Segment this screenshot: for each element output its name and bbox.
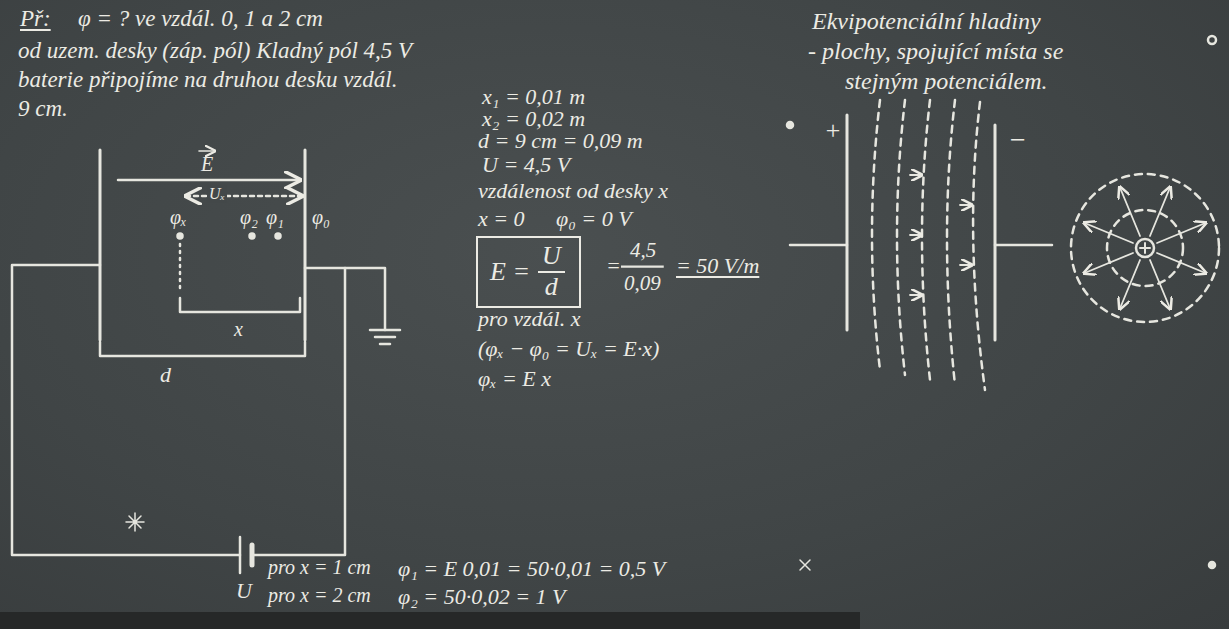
point-charge	[1136, 239, 1154, 257]
polarity-sign: −	[1008, 124, 1027, 156]
chalk-mark	[800, 560, 810, 570]
given-value: x₁ = 0,01 m	[482, 84, 585, 109]
battery-label: U	[236, 578, 252, 603]
point-dot	[276, 234, 281, 239]
equipotential-circle	[1107, 210, 1183, 286]
field-line	[1150, 187, 1170, 236]
field-arrow	[960, 264, 972, 266]
distance-bracket	[100, 342, 305, 356]
ground-wire	[345, 268, 385, 330]
voltage-label: Uₓ	[207, 185, 227, 203]
field-line	[1157, 223, 1206, 243]
voltage-arrow	[186, 195, 302, 198]
fraction-part: d	[545, 273, 558, 302]
equipotential-line	[872, 100, 880, 370]
heading-note: Ekvipotenciální hladiny	[812, 8, 1041, 36]
point-dot	[250, 234, 255, 239]
calc-note: x = 0	[478, 206, 525, 231]
definition-text: - plochy, spojující místa se	[808, 38, 1063, 66]
distance-bracket	[180, 298, 300, 312]
equipotential-line	[973, 102, 985, 390]
equals-sign: =	[606, 253, 621, 278]
calc-note: vzdálenost od desky x	[478, 178, 668, 203]
task-text: od uzem. desky (záp. pól) Kladný pól 4,5…	[18, 38, 412, 64]
photo-edge	[0, 612, 860, 629]
fraction-part: 0,09	[624, 271, 661, 295]
plus-sign	[1144, 243, 1146, 253]
polarity-sign: +	[824, 116, 842, 146]
chalk-mark	[1208, 36, 1216, 44]
given-value: x₂ = 0,02 m	[482, 106, 585, 131]
equipotential-line	[922, 100, 930, 380]
point-dot	[178, 234, 183, 239]
ground-symbol	[380, 343, 390, 346]
capacitor-plate	[994, 125, 997, 340]
field-arrow	[910, 234, 922, 236]
formula: (φₓ − φ₀ = Uₓ = E·x)	[478, 336, 659, 361]
field-line	[1157, 253, 1206, 273]
calc-note: pro x = 2 cm	[268, 584, 371, 607]
chalk-mark	[1209, 562, 1215, 568]
definition-text: stejným potenciálem.	[845, 68, 1048, 96]
ground-symbol	[375, 336, 395, 339]
field-line	[1084, 223, 1133, 243]
field-arrow	[910, 294, 922, 296]
given-value: U = 4,5 V	[482, 152, 570, 177]
potential-label: φ₂	[240, 206, 258, 229]
dotted-line	[179, 244, 182, 292]
fraction-bar	[621, 265, 664, 267]
formula: φₓ = E x	[478, 366, 551, 391]
potential-label: φ₀	[312, 206, 330, 229]
field-arrow	[910, 174, 922, 176]
field-arrow	[118, 179, 300, 182]
battery-symbol	[239, 537, 242, 573]
chalk-mark	[787, 122, 793, 128]
formula-box: E = Ud	[476, 236, 581, 308]
equipotential-line	[947, 100, 955, 385]
given-value: d = 9 cm = 0,09 m	[478, 128, 643, 153]
wire	[790, 244, 847, 247]
capacitor-plate	[99, 150, 102, 340]
distance-label: x	[234, 318, 243, 341]
fraction-lines	[621, 266, 664, 267]
example-label: Př:	[20, 6, 51, 32]
field-lines	[1084, 187, 1206, 309]
capacitor-plate	[846, 115, 849, 330]
field-line	[1150, 260, 1170, 309]
capacitor-plate	[304, 150, 307, 340]
chalk-mark	[126, 513, 144, 531]
calc-note: φ₀ = 0 V	[556, 206, 632, 231]
result: = 50 V/m	[676, 253, 759, 278]
vector-arrow	[199, 150, 215, 152]
field-line	[1120, 260, 1140, 309]
ground-symbol	[370, 329, 400, 332]
wire	[12, 265, 240, 555]
potential-label: φₓ	[170, 206, 187, 229]
field-line	[1084, 253, 1133, 273]
task-text: 9 cm.	[18, 96, 68, 122]
wire	[995, 244, 1052, 247]
field-arrow	[960, 204, 972, 206]
fraction: Ud	[538, 242, 565, 301]
equipotential-line	[897, 100, 905, 375]
field-symbol: E	[201, 153, 213, 176]
calc-note: pro x = 1 cm	[268, 556, 371, 579]
task-text: baterie připojíme na druhou desku vzdál.	[18, 67, 397, 93]
potential-label: φ₁	[266, 206, 284, 229]
task-text: φ = ? ve vzdál. 0, 1 a 2 cm	[78, 6, 323, 32]
calc-note: pro vzdál. x	[478, 306, 580, 331]
calc-result: φ₁ = E 0,01 = 50·0,01 = 0,5 V	[398, 556, 665, 581]
formula-text: E =	[490, 258, 530, 287]
calc-result: φ₂ = 50·0,02 = 1 V	[398, 584, 565, 609]
fraction-part: U	[538, 242, 565, 273]
fraction-part: 4,5	[630, 238, 656, 262]
equipotential-circle	[1071, 174, 1219, 322]
distance-label: d	[160, 362, 171, 387]
field-line	[1120, 187, 1140, 236]
